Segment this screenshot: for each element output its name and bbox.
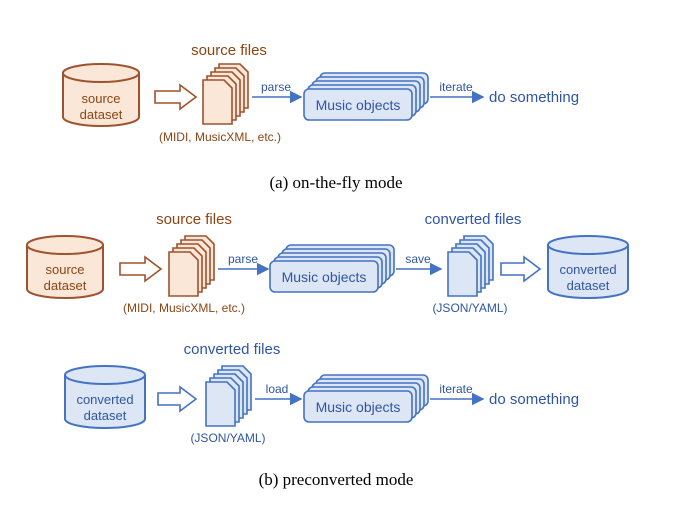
converted-dataset-cylinder: converted dataset (64, 365, 146, 429)
parse-label: parse (228, 252, 258, 266)
panel-a: source dataset source files (MIDI, Music… (62, 42, 579, 192)
source-dataset-cylinder: source dataset (26, 235, 104, 299)
dataset-label-line2: dataset (80, 107, 123, 122)
dataset-label-line2: dataset (84, 408, 127, 423)
parse-label: parse (261, 80, 291, 94)
converted-formats-label: (JSON/YAML) (190, 431, 265, 445)
iterate-label: iterate (439, 382, 473, 396)
block-arrow (157, 385, 198, 413)
converted-dataset-cylinder: converted dataset (547, 235, 629, 299)
panel-b-row1: source dataset source files (MIDI, Music… (26, 211, 629, 315)
block-arrow (154, 83, 198, 111)
do-something-label: do something (489, 89, 579, 106)
dataset-label-line2: dataset (44, 278, 87, 293)
panel-b-row2: converted dataset converted files (JSON/… (64, 341, 579, 445)
music-objects-label: Music objects (282, 269, 367, 285)
dataset-label-line1: converted (76, 392, 133, 407)
music-objects-stack: Music objects (303, 374, 429, 423)
source-files-stack (202, 63, 249, 125)
dataset-label-line1: source (45, 262, 84, 277)
converted-files-stack (447, 235, 494, 297)
source-files-stack (168, 235, 215, 297)
load-label: load (266, 382, 289, 396)
converted-files-label: converted files (425, 211, 522, 228)
music-objects-label: Music objects (316, 97, 401, 113)
dataset-label-line1: source (81, 91, 120, 106)
dataset-label-line1: converted (559, 262, 616, 277)
dataset-label-line2: dataset (567, 278, 610, 293)
block-arrow (500, 255, 542, 283)
converted-files-stack (205, 365, 252, 427)
do-something-label: do something (489, 391, 579, 408)
caption-a: (a) on-the-fly mode (269, 173, 402, 192)
music-objects-stack: Music objects (269, 244, 395, 293)
formats-label: (MIDI, MusicXML, etc.) (159, 130, 281, 144)
source-files-label: source files (191, 42, 267, 59)
music-objects-label: Music objects (316, 399, 401, 415)
converted-files-label: converted files (184, 341, 281, 358)
block-arrow (119, 255, 163, 283)
save-label: save (405, 252, 431, 266)
caption-b: (b) preconverted mode (259, 470, 414, 489)
formats-label: (MIDI, MusicXML, etc.) (123, 301, 245, 315)
converted-formats-label: (JSON/YAML) (432, 301, 507, 315)
iterate-label: iterate (439, 80, 473, 94)
source-dataset-cylinder: source dataset (62, 63, 140, 127)
source-files-label: source files (156, 211, 232, 228)
music-objects-stack: Music objects (303, 72, 429, 121)
